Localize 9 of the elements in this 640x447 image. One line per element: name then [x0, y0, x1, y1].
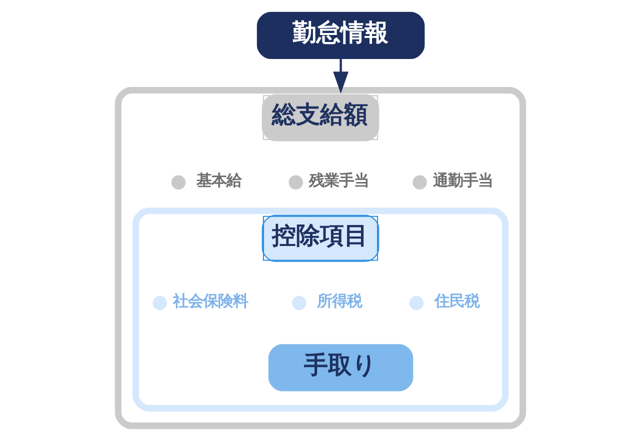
node-box: 勤怠情報 — [256, 12, 424, 59]
label: 所得税 — [316, 292, 362, 310]
label: 残業手当 — [308, 171, 368, 190]
label: 住民税 — [434, 292, 480, 310]
label: 社会保険料 — [172, 292, 248, 310]
node-box: 手取り — [268, 344, 413, 392]
label: 通勤手当 — [432, 171, 492, 190]
arrow — [332, 58, 348, 94]
label: 基本給 — [196, 171, 242, 190]
